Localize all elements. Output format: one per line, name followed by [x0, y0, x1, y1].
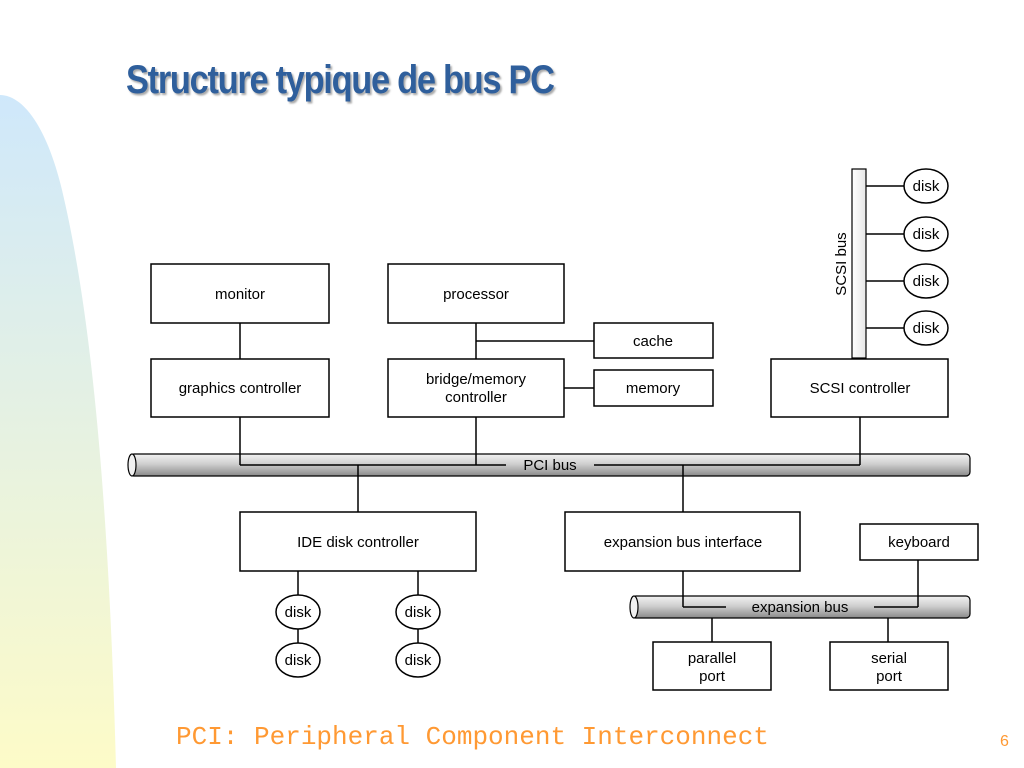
slide-title: Structure typique de bus PC: [126, 58, 555, 102]
cache-box: [593, 322, 714, 359]
bridge-controller-label: controller: [445, 389, 507, 406]
expansion-bus-interface-label: expansion bus interface: [604, 534, 762, 551]
ide-disk-4-label: disk: [405, 652, 432, 669]
connection-lines: [239, 185, 919, 643]
scsi-disk-3-label: disk: [913, 273, 940, 290]
scsi-disk-4-label: disk: [913, 320, 940, 337]
keyboard-label: keyboard: [888, 534, 950, 551]
scsi-disk-2: [903, 216, 949, 252]
memory-label: memory: [626, 380, 681, 397]
memory-box: [593, 369, 714, 407]
ide-disk-4: [395, 642, 441, 678]
expansion-bus-interface-box: [564, 511, 801, 572]
cache-label: cache: [633, 333, 673, 350]
side-decoration: [0, 95, 116, 768]
scsi-disk-3: [903, 263, 949, 299]
scsi-disk-1: [903, 168, 949, 204]
monitor-label: monitor: [215, 286, 265, 303]
footer-caption: PCI: Peripheral Component Interconnect: [176, 722, 769, 752]
serial-port-box: [829, 641, 949, 691]
scsi-disk-1-label: disk: [913, 178, 940, 195]
parallel-label: parallel: [688, 650, 736, 667]
ide-disk-3-label: disk: [405, 604, 432, 621]
processor-label: processor: [443, 286, 509, 303]
monitor-box: [150, 263, 330, 324]
ide-disk-2-label: disk: [285, 652, 312, 669]
ide-disk-2: [275, 642, 321, 678]
scsi-disk-2-label: disk: [913, 226, 940, 243]
ide-disk-3: [395, 594, 441, 630]
scsi-bus-label: SCSI bus: [833, 232, 850, 295]
pci-bus: PCI bus: [127, 453, 971, 477]
serial-port-label: port: [876, 668, 903, 685]
expansion-bus-label: expansion bus: [752, 599, 849, 616]
ide-disk-1: [275, 594, 321, 630]
keyboard-box: [859, 523, 979, 561]
scsi-controller-box: [770, 358, 949, 418]
scsi-disk-4: [903, 310, 949, 346]
scsi-bus: SCSI bus: [833, 168, 867, 359]
expansion-bus: expansion bus: [629, 595, 971, 619]
graphics-controller-box: [150, 358, 330, 418]
bridge-memory-label: bridge/memory: [426, 371, 527, 388]
bridge-memory-controller-box: [387, 358, 565, 418]
serial-label: serial: [871, 650, 907, 667]
ide-disk-controller-box: [239, 511, 477, 572]
parallel-port-label: port: [699, 668, 726, 685]
ide-disk-1-label: disk: [285, 604, 312, 621]
parallel-port-box: [652, 641, 772, 691]
scsi-controller-label: SCSI controller: [810, 380, 911, 397]
graphics-controller-label: graphics controller: [179, 380, 302, 397]
slide-number: 6: [1000, 733, 1009, 750]
ide-disk-controller-label: IDE disk controller: [297, 534, 419, 551]
processor-box: [387, 263, 565, 324]
pci-bus-label: PCI bus: [523, 457, 576, 474]
